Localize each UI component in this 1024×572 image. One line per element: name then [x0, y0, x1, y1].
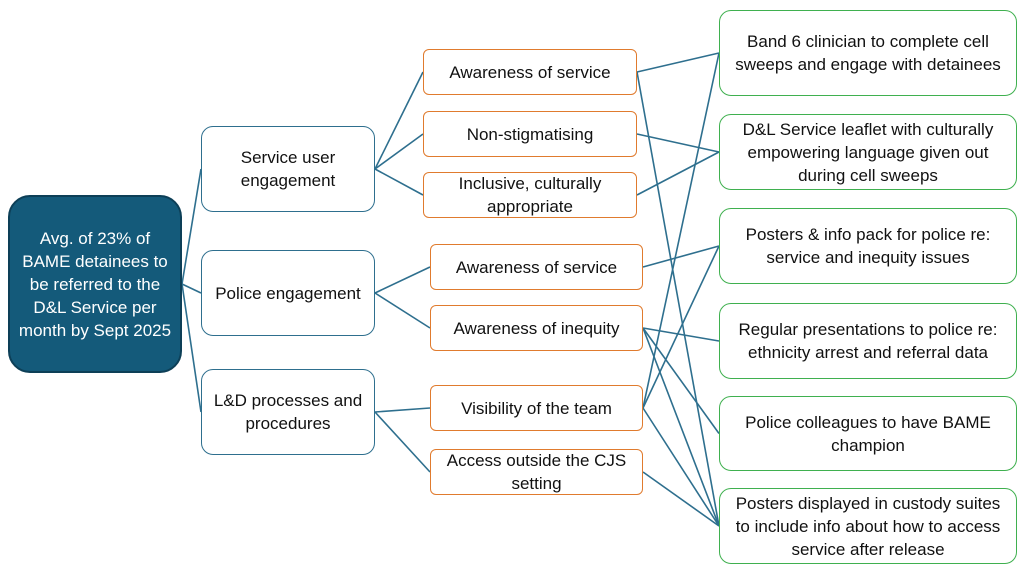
connector-pe-s4	[374, 266, 431, 294]
change-idea-bame-champion: Police colleagues to have BAME champion	[719, 396, 1017, 471]
secondary-driver-non-stigmatising: Non-stigmatising	[423, 111, 637, 157]
connector-ld-s6	[374, 407, 431, 413]
change-idea-regular-presentations: Regular presentations to police re: ethn…	[719, 303, 1017, 379]
connector-s2-c2	[636, 133, 720, 153]
secondary-driver-awareness-of-service-1: Awareness of service	[423, 49, 637, 95]
primary-driver-police-engagement: Police engagement	[201, 250, 375, 336]
connector-s5-c4	[642, 327, 720, 342]
connector-s1-c1	[636, 52, 720, 73]
change-idea-custody-posters: Posters displayed in custody suites to i…	[719, 488, 1017, 564]
connector-s6-c1	[642, 52, 720, 409]
connector-goal-ld	[181, 283, 202, 413]
change-idea-leaflet: D&L Service leaflet with culturally empo…	[719, 114, 1017, 190]
connector-s3-c2	[636, 151, 720, 196]
change-idea-posters-info-pack: Posters & info pack for police re: servi…	[719, 208, 1017, 284]
connector-s5-c6	[642, 327, 720, 527]
connector-s4-c3	[642, 245, 720, 268]
connector-su-s3	[374, 168, 424, 196]
secondary-driver-awareness-of-service-2: Awareness of service	[430, 244, 643, 290]
connector-s6-c6	[642, 407, 720, 527]
change-idea-band6-cell-sweeps: Band 6 clinician to complete cell sweeps…	[719, 10, 1017, 96]
connector-ld-s7	[374, 411, 431, 473]
connector-su-s1	[374, 71, 424, 170]
primary-driver-service-user-engagement: Service user engagement	[201, 126, 375, 212]
secondary-driver-access-outside-cjs: Access outside the CJS setting	[430, 449, 643, 495]
secondary-driver-inclusive: Inclusive, culturally appropriate	[423, 172, 637, 218]
secondary-driver-awareness-of-inequity: Awareness of inequity	[430, 305, 643, 351]
connector-s5-c5	[642, 327, 720, 434]
connector-su-s2	[374, 133, 424, 170]
secondary-driver-visibility-of-team: Visibility of the team	[430, 385, 643, 431]
connector-pe-s5	[374, 292, 431, 329]
primary-driver-ld-processes: L&D processes and procedures	[201, 369, 375, 455]
connector-goal-su	[181, 168, 202, 285]
aim-box: Avg. of 23% of BAME detainees to be refe…	[8, 195, 182, 373]
connector-goal-pe	[181, 283, 202, 294]
connector-s1-c6	[636, 71, 720, 527]
connector-s7-c6	[642, 471, 720, 527]
connector-s6-c3	[642, 245, 720, 409]
